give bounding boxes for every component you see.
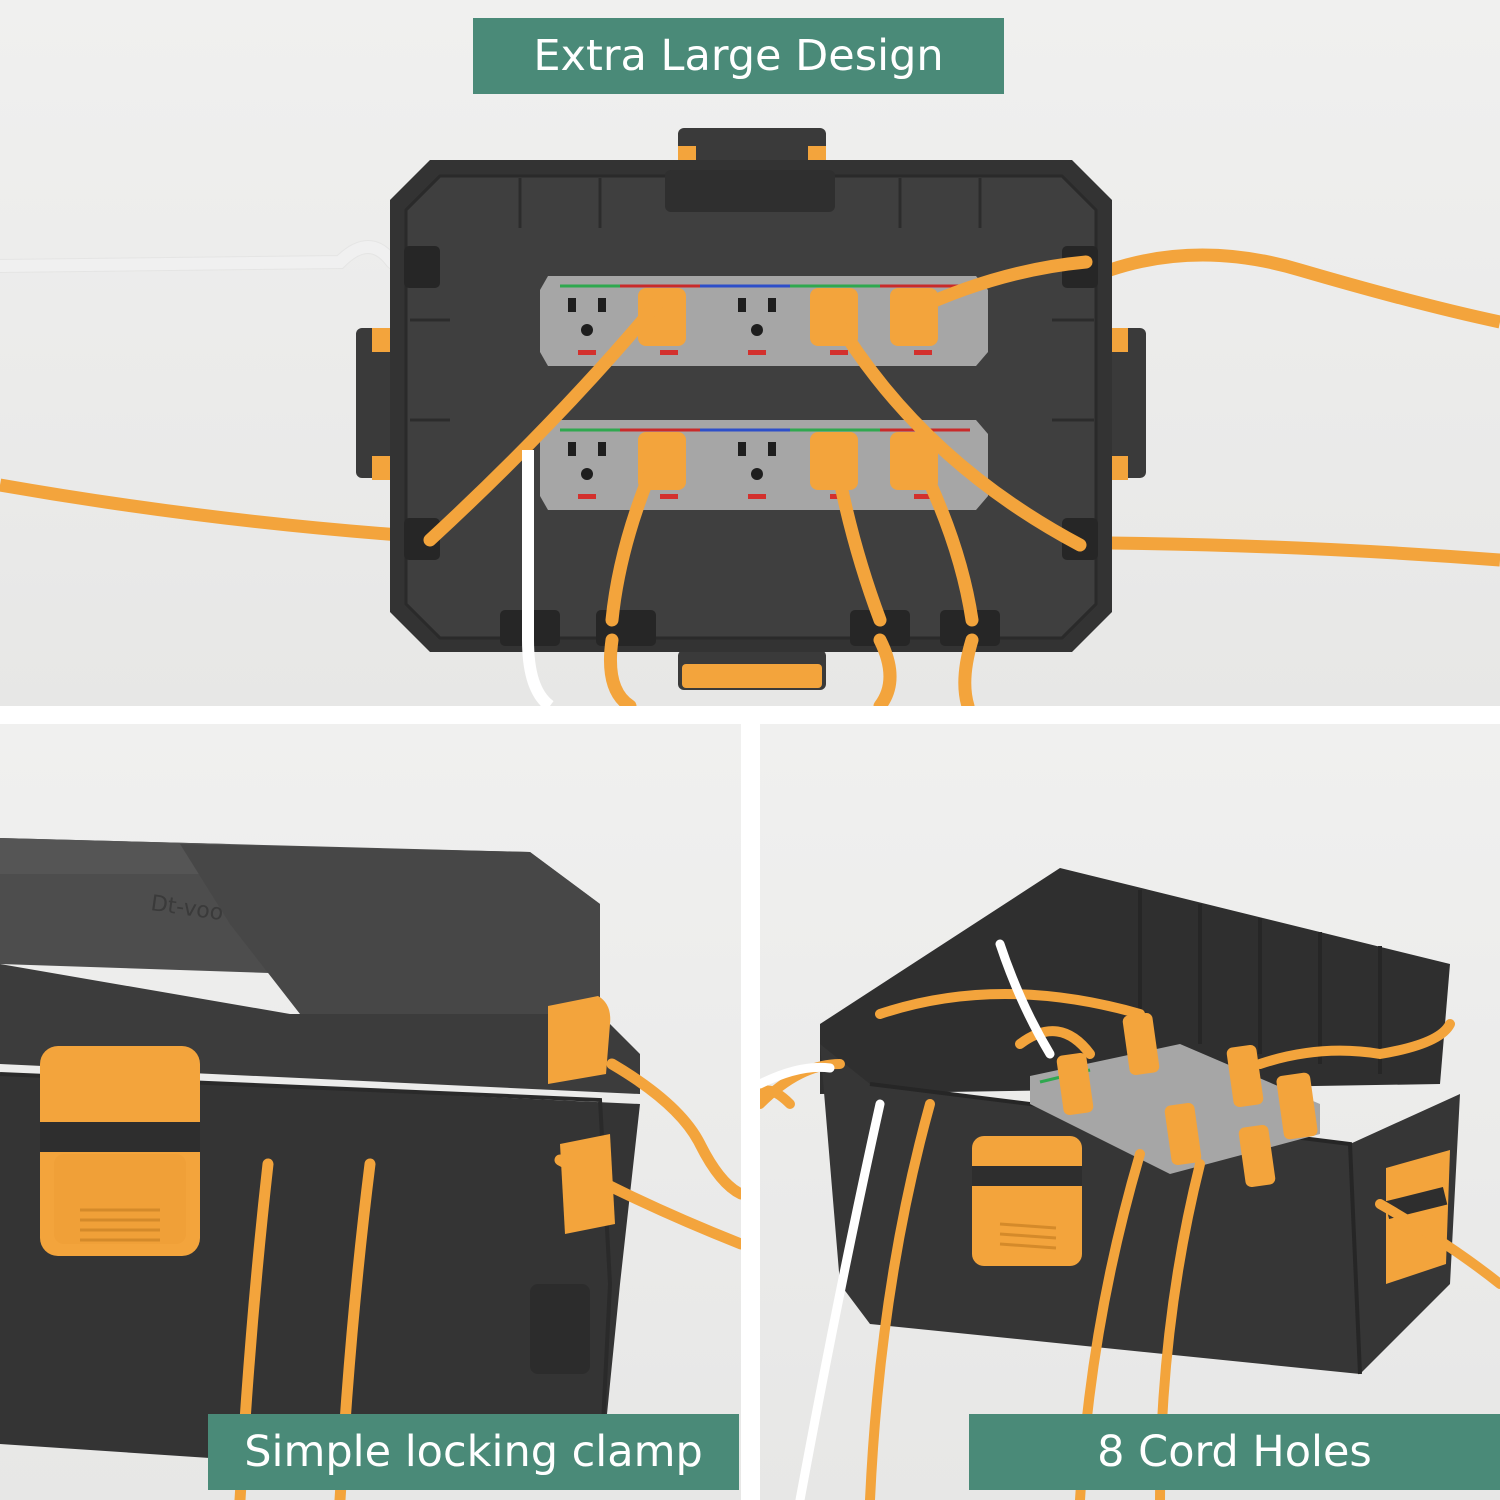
latch-left <box>356 328 396 478</box>
box-inner <box>404 174 1098 640</box>
latch-top <box>678 128 826 166</box>
bottom-right-banner: 8 Cord Holes <box>969 1414 1500 1490</box>
orange-cord-right-top <box>1107 248 1500 329</box>
top-banner: Extra Large Design <box>473 18 1004 94</box>
top-product-panel: Extra Large Design <box>0 0 1500 706</box>
bottom-left-banner: Simple locking clamp <box>208 1414 739 1490</box>
box-top-view-illustration <box>0 128 1500 706</box>
box-clamp-closeup-illustration: Dt-voo <box>0 838 741 1500</box>
side-clamp <box>1386 1150 1450 1284</box>
orange-cord-right-bottom <box>1109 536 1500 567</box>
bottom-right-product-panel: 8 Cord Holes <box>760 724 1500 1500</box>
box-open-perspective-illustration <box>760 868 1500 1500</box>
bottom-left-product-panel: Dt-voo Simple locking clamp <box>0 724 741 1500</box>
orange-cord-left <box>0 478 401 542</box>
latch-right <box>1106 328 1146 478</box>
